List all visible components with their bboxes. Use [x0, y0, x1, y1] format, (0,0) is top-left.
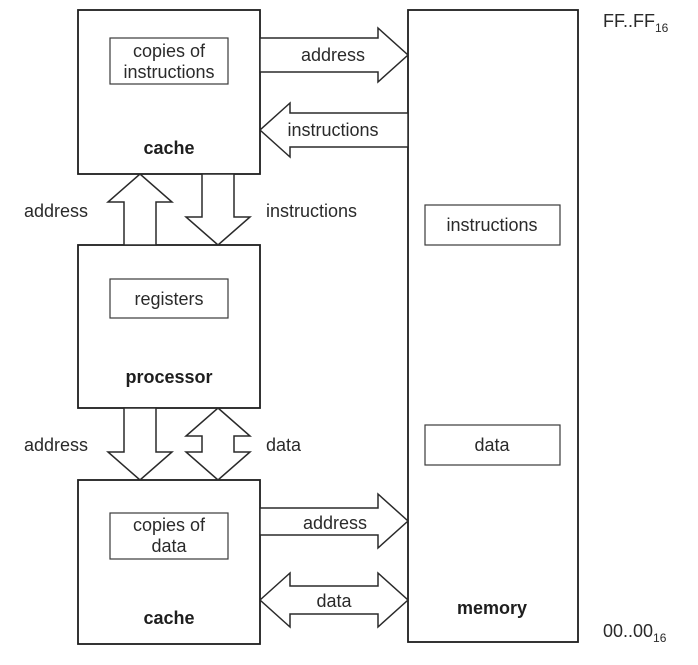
data-cache-copies-region — [109, 512, 229, 560]
memory-bottom-address: 00..0016 — [603, 621, 667, 645]
arrow-processor-to-cache-address-label: address — [24, 201, 88, 221]
arrow-processor-data-cache-bidirectional-label: data — [266, 435, 302, 455]
instruction-cache-copies-region — [109, 37, 229, 85]
instruction-cache-inner-line1: copies of — [133, 41, 206, 61]
registers-label: registers — [134, 289, 203, 309]
memory-title: memory — [457, 598, 527, 618]
arrow-memory-to-cache-instructions — [258, 101, 409, 159]
arrow-cache-to-memory-address — [259, 26, 410, 84]
arrow-memory-to-cache-instructions-label: instructions — [287, 120, 378, 140]
instruction-cache-inner-line2: instructions — [123, 62, 214, 82]
instruction-cache-title: cache — [143, 138, 194, 158]
arrow-processor-to-data-cache-address-label: address — [24, 435, 88, 455]
processor-block — [77, 244, 261, 409]
memory-top-address: FF..FF16 — [603, 11, 669, 35]
data-cache-block — [77, 479, 261, 645]
registers-region — [109, 278, 229, 319]
arrow-data-cache-to-memory-address-label: address — [303, 513, 367, 533]
arrow-data-cache-memory-bidirectional — [258, 571, 410, 629]
arrow-processor-data-cache-bidirectional — [184, 407, 252, 481]
arrow-cache-to-processor-instructions-label: instructions — [266, 201, 357, 221]
arrow-processor-to-data-cache-address — [106, 407, 174, 481]
arrow-processor-to-cache-address — [106, 173, 174, 246]
memory-data-region — [424, 424, 561, 466]
data-cache-inner-line2: data — [151, 536, 187, 556]
arrow-data-cache-memory-bidirectional-label: data — [316, 591, 352, 611]
arrow-cache-to-memory-address-label: address — [301, 45, 365, 65]
data-cache-inner-line1: copies of — [133, 515, 206, 535]
memory-block — [407, 9, 579, 643]
arrow-data-cache-to-memory-address — [259, 492, 410, 550]
memory-instructions-region — [424, 204, 561, 246]
arrow-cache-to-processor-instructions — [184, 173, 252, 246]
memory-data-label: data — [474, 435, 510, 455]
memory-instructions-label: instructions — [446, 215, 537, 235]
processor-title: processor — [125, 367, 212, 387]
instruction-cache-block — [77, 9, 261, 175]
data-cache-title: cache — [143, 608, 194, 628]
